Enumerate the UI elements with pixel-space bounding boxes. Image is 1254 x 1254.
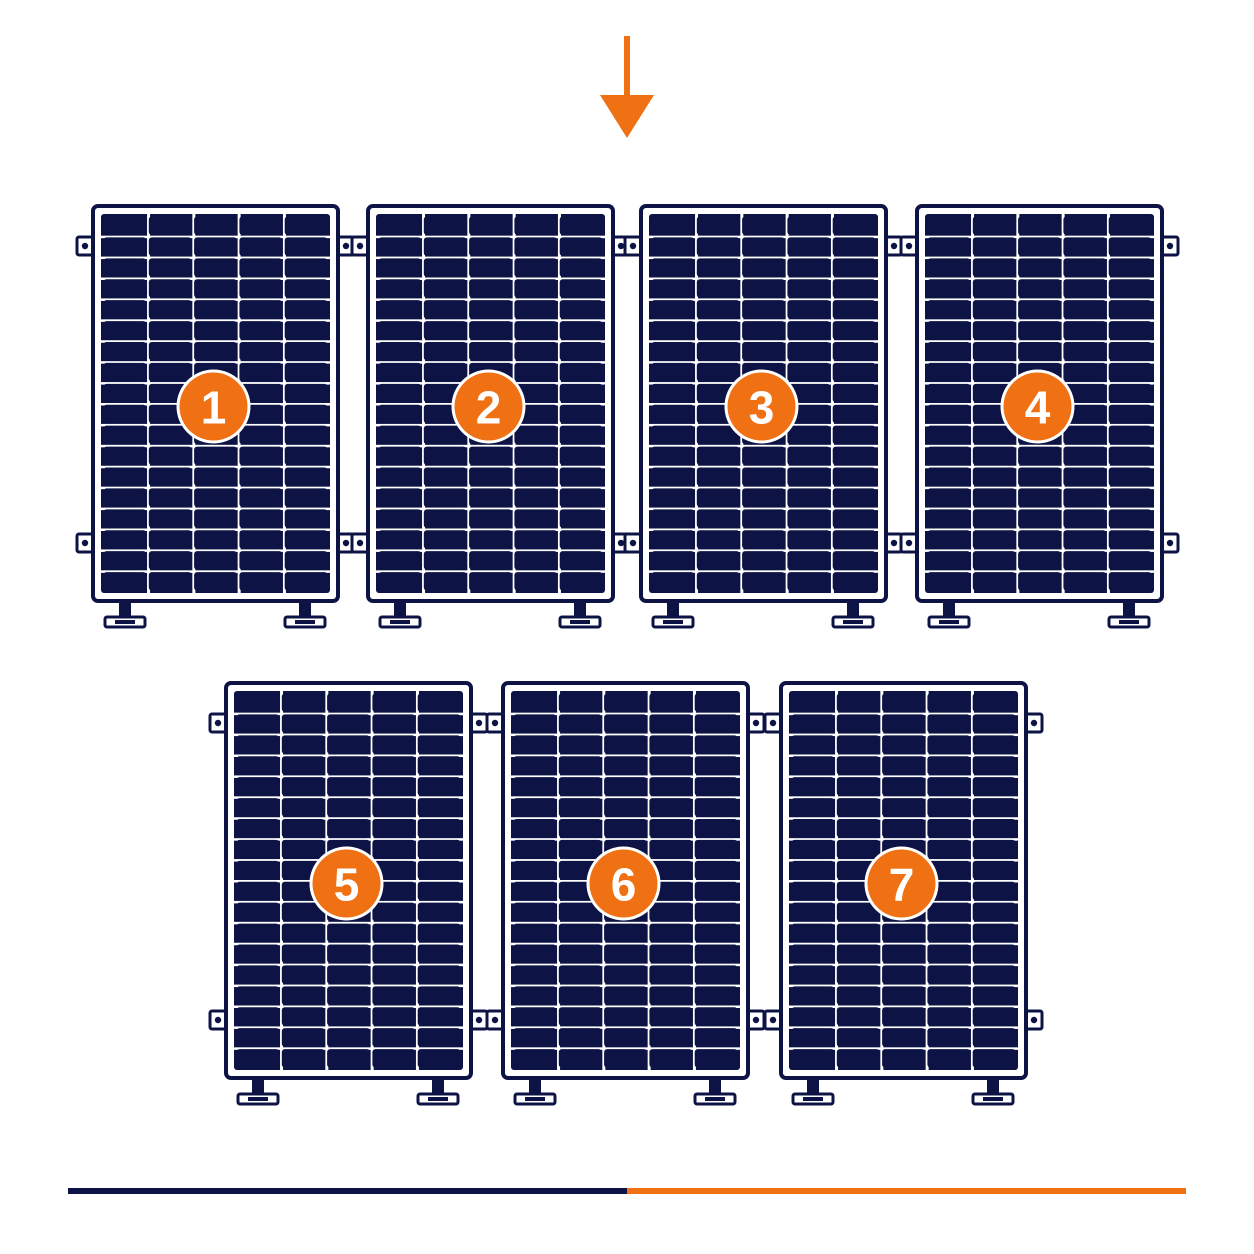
solar-panel: 3 [623, 204, 904, 629]
panel-clamp-icon [623, 235, 643, 257]
solar-cells [789, 691, 1018, 1070]
progress-bar-filled [68, 1188, 627, 1194]
panel-clamp-icon [1024, 1009, 1044, 1031]
panel-clamp-icon [1024, 712, 1044, 734]
mounting-foot-icon [283, 601, 327, 629]
panel-number: 3 [749, 382, 775, 434]
solar-panel: 6 [485, 681, 766, 1106]
solar-panel: 7 [763, 681, 1044, 1106]
panel-clamp-icon [208, 1009, 228, 1031]
panel-number-badge: 5 [309, 846, 384, 921]
panel-number: 1 [201, 382, 227, 434]
panel-clamp-icon [1160, 532, 1180, 554]
mounting-foot-icon [558, 601, 602, 629]
arrow-down-icon [600, 36, 654, 138]
panel-number: 2 [476, 382, 502, 434]
panel-clamp-icon [899, 532, 919, 554]
panel-number-badge: 6 [586, 846, 661, 921]
panel-clamp-icon [746, 1009, 766, 1031]
panel-clamp-icon [763, 712, 783, 734]
mounting-foot-icon [416, 1078, 460, 1106]
panel-number-badge: 3 [724, 369, 799, 444]
panel-clamp-icon [350, 532, 370, 554]
solar-cells [511, 691, 740, 1070]
panel-clamp-icon [1160, 235, 1180, 257]
panel-number-badge: 4 [1000, 369, 1075, 444]
panel-clamp-icon [623, 532, 643, 554]
panel-clamp-icon [75, 235, 95, 257]
panel-array: 1 2 3 4 5 6 7 [75, 204, 1180, 1106]
mounting-foot-icon [1107, 601, 1151, 629]
panel-number-badge: 2 [451, 369, 526, 444]
mounting-foot-icon [831, 601, 875, 629]
panel-number: 5 [334, 859, 360, 911]
panel-clamp-icon [469, 712, 489, 734]
progress-bar-remaining [627, 1188, 1186, 1194]
panel-clamp-icon [350, 235, 370, 257]
panel-clamp-icon [75, 532, 95, 554]
panel-number: 7 [889, 859, 915, 911]
panel-number: 6 [611, 859, 637, 911]
panel-clamp-icon [485, 1009, 505, 1031]
mounting-foot-icon [791, 1078, 835, 1106]
panel-clamp-icon [763, 1009, 783, 1031]
mounting-foot-icon [927, 601, 971, 629]
solar-panel: 1 [75, 204, 356, 629]
panel-number-badge: 1 [176, 369, 251, 444]
panel-number: 4 [1025, 382, 1051, 434]
panel-clamp-icon [899, 235, 919, 257]
panel-number-badge: 7 [864, 846, 939, 921]
mounting-foot-icon [378, 601, 422, 629]
mounting-foot-icon [693, 1078, 737, 1106]
mounting-foot-icon [971, 1078, 1015, 1106]
solar-panel: 5 [208, 681, 489, 1106]
mounting-foot-icon [513, 1078, 557, 1106]
solar-panel: 2 [350, 204, 631, 629]
panel-clamp-icon [485, 712, 505, 734]
solar-panel: 4 [899, 204, 1180, 629]
mounting-foot-icon [651, 601, 695, 629]
panel-clamp-icon [746, 712, 766, 734]
panel-clamp-icon [469, 1009, 489, 1031]
solar-cells [234, 691, 463, 1070]
progress-bar [68, 1188, 1186, 1194]
mounting-foot-icon [236, 1078, 280, 1106]
mounting-foot-icon [103, 601, 147, 629]
panel-clamp-icon [208, 712, 228, 734]
